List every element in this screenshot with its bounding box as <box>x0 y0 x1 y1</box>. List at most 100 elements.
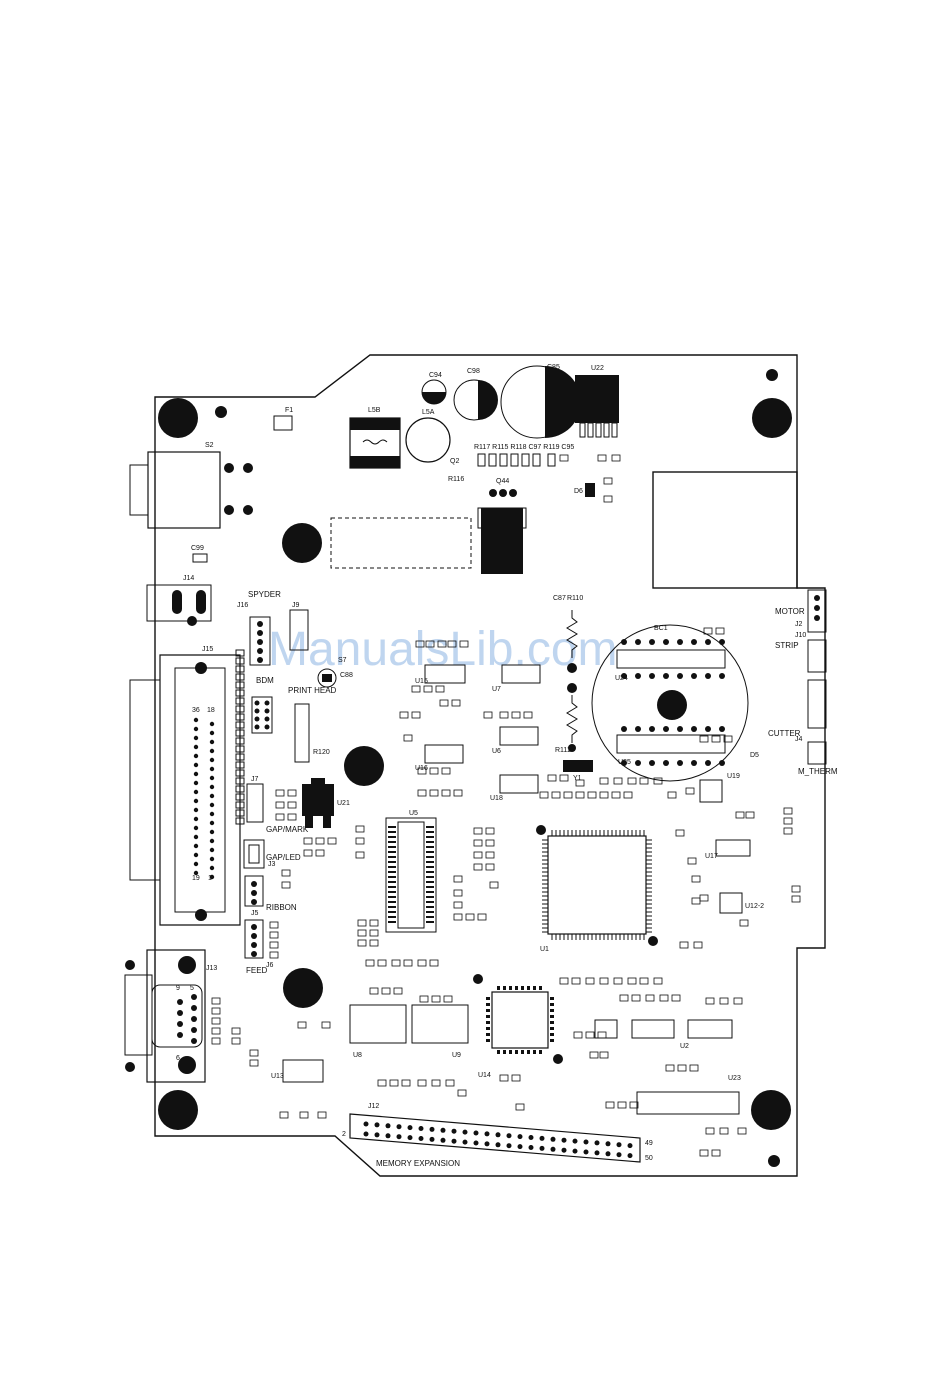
label-r116: R116 <box>448 476 464 483</box>
chip-u19: U19 <box>699 773 740 803</box>
board-outline <box>154 354 826 1177</box>
label-c99: C99 <box>191 545 204 552</box>
label-j4: J4 <box>795 736 803 743</box>
label-d5: D5 <box>750 752 759 759</box>
resistor-r110 <box>566 610 578 658</box>
chip-u16: U16 <box>415 744 464 772</box>
resistor-r111 <box>566 695 578 743</box>
label-u2: U2 <box>680 1043 689 1050</box>
label-u19: U19 <box>727 773 740 780</box>
pin-j15-19: 19 <box>192 875 200 882</box>
label-u16: U16 <box>415 765 428 772</box>
label-r111: R111 <box>555 747 571 754</box>
cap-c99 <box>192 553 208 563</box>
dashed-area <box>330 517 472 569</box>
chip-u12-2: U12-2 <box>719 892 764 914</box>
connector-j4-mtherm: M_THERM J4 <box>795 736 838 776</box>
label-u22: U22 <box>591 365 604 372</box>
label-d6: D6 <box>574 488 583 495</box>
label-j12: J12 <box>368 1103 379 1110</box>
connector-j13: J13 9 5 6 <box>124 949 217 1083</box>
label-j5: J5 <box>251 910 259 917</box>
label-j3: J3 <box>268 861 276 868</box>
label-c98: C98 <box>467 368 480 375</box>
label-l5b: L5B <box>368 407 381 414</box>
inductor-l5b: L5B <box>349 407 401 469</box>
label-j6: J6 <box>266 962 274 969</box>
chip-u14: U14 <box>473 974 563 1079</box>
connector-j16: SPYDER J16 <box>237 590 281 666</box>
keepout-circle <box>591 624 749 782</box>
label-cutter: CUTTER <box>768 729 801 738</box>
connector-j15: J15 36 18 19 1 <box>129 646 241 926</box>
label-ribbon: RIBBON <box>266 903 297 912</box>
pin-j12-50: 50 <box>645 1155 653 1162</box>
label-u24: U24 <box>615 675 628 682</box>
chip-u23: U23 <box>636 1075 741 1115</box>
connector-j10-strip: STRIP J10 <box>775 632 827 673</box>
chip-u9: U9 <box>411 1004 469 1059</box>
label-bc1: BC1 <box>654 625 668 632</box>
label-u7: U7 <box>492 686 501 693</box>
connector-j14: J14 <box>146 575 212 626</box>
label-j16: J16 <box>237 602 248 609</box>
label-bdm: BDM <box>256 676 274 685</box>
chip-u1: U1 <box>536 825 658 953</box>
label-j13: J13 <box>206 965 217 972</box>
capacitors-bulk: C94 C98 C85 <box>421 364 581 439</box>
open-area <box>652 471 798 589</box>
pin-j12-49: 49 <box>645 1140 653 1147</box>
label-f1: F1 <box>285 407 293 414</box>
chip-u5: U5 <box>385 810 437 933</box>
chip-u8: U8 <box>349 1004 407 1059</box>
label-u1: U1 <box>540 946 549 953</box>
connector-j12: J12 2 49 50 MEMORY EXPANSION <box>342 1103 653 1168</box>
pin-j12-2: 2 <box>342 1131 346 1138</box>
label-j10: J10 <box>795 632 806 639</box>
label-feed: FEED <box>246 966 268 975</box>
chip-u6: U6 <box>492 726 539 755</box>
label-l5a: L5A <box>422 409 435 416</box>
label-j9: J9 <box>292 602 300 609</box>
connector-j7 <box>246 783 264 823</box>
chip-u7: U7 <box>492 664 541 693</box>
crystal-y1 <box>563 760 593 772</box>
connector-j9-long <box>294 703 310 763</box>
label-motor: MOTOR <box>775 607 805 616</box>
chip-u13: U13 <box>271 1059 324 1083</box>
label-j2: J2 <box>795 621 803 628</box>
label-u23: U23 <box>728 1075 741 1082</box>
label-q2: Q2 <box>450 458 459 465</box>
switch-s2: S2 <box>129 442 253 529</box>
label-gap-led: GAP/LED <box>266 853 301 862</box>
label-u8: U8 <box>353 1052 362 1059</box>
fuse-f1 <box>273 415 293 431</box>
chip-u15: U15 <box>415 664 466 685</box>
diode-d6 <box>585 483 595 497</box>
chip-u2: U2 <box>680 1019 733 1050</box>
resistor-row-label: R117 R115 R118 C97 R119 C95 <box>474 444 574 451</box>
label-strip: STRIP <box>775 641 799 650</box>
label-u12-2: U12-2 <box>745 903 764 910</box>
label-r120: R120 <box>313 749 330 756</box>
header-bdm <box>251 696 273 734</box>
label-s2: S2 <box>205 442 214 449</box>
label-gap-mark: GAP/MARK <box>266 825 309 834</box>
label-u6: U6 <box>492 748 501 755</box>
label-u13: U13 <box>271 1073 284 1080</box>
chip-u18: U18 <box>490 774 539 802</box>
pin-j13-9: 9 <box>176 985 180 992</box>
label-spyder: SPYDER <box>248 590 281 599</box>
chip-u24: U24 <box>615 649 726 682</box>
connector-j2-motor: MOTOR J2 <box>775 589 827 633</box>
connector-j9: J9 <box>289 602 309 651</box>
label-r110: R110 <box>567 595 583 602</box>
connector-j5 <box>244 875 264 907</box>
label-c87: C87 <box>553 595 566 602</box>
label-u5: U5 <box>409 810 418 817</box>
smd-row-top <box>477 453 556 467</box>
label-j15: J15 <box>202 646 213 653</box>
label-q44: Q44 <box>496 478 509 485</box>
label-m-therm: M_THERM <box>798 767 838 776</box>
